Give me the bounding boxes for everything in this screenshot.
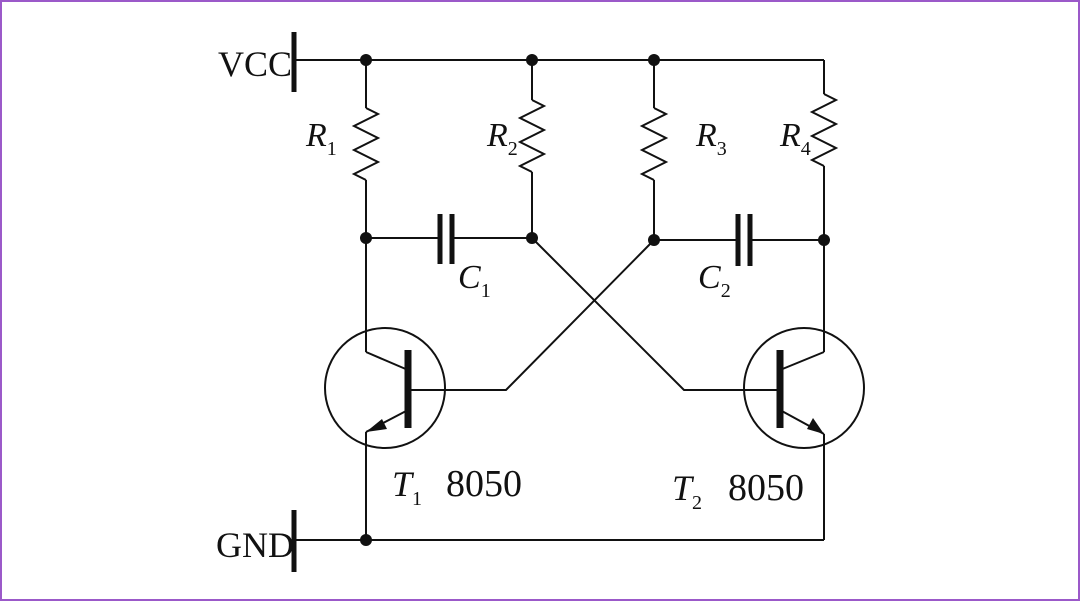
junction-dot xyxy=(360,232,372,244)
capacitor-c2 xyxy=(654,214,824,266)
resistor-r1 xyxy=(351,60,381,238)
c1-label: C1 xyxy=(458,259,491,302)
junction-dot xyxy=(648,234,660,246)
r4-label: R4 xyxy=(779,117,811,160)
junction-dot xyxy=(360,54,372,66)
cross-wire-c1-to-t2-base xyxy=(531,237,746,391)
resistor-r4 xyxy=(809,60,839,240)
r3-label: R3 xyxy=(695,117,727,160)
cross-wire-c2-to-t1-base xyxy=(444,239,655,391)
vcc-label: VCC xyxy=(218,44,292,84)
capacitor-c1 xyxy=(366,214,532,264)
junction-dot xyxy=(648,54,660,66)
t1-part-number: 8050 xyxy=(446,463,522,505)
c2-label: C2 xyxy=(698,259,731,302)
resistor-r2 xyxy=(517,60,547,238)
transistor-t2 xyxy=(743,240,865,540)
junction-dot xyxy=(526,232,538,244)
junction-dot xyxy=(360,534,372,546)
gnd-label: GND xyxy=(216,525,294,565)
r1-label: R1 xyxy=(305,117,337,160)
r2-label: R2 xyxy=(486,117,518,160)
junction-dot xyxy=(818,234,830,246)
resistor-r3 xyxy=(639,60,669,240)
transistor-t1 xyxy=(324,238,446,540)
junction-dot xyxy=(526,54,538,66)
t2-part-number: 8050 xyxy=(728,467,804,509)
t1-label: T1 xyxy=(392,464,422,510)
t2-label: T2 xyxy=(672,468,702,514)
